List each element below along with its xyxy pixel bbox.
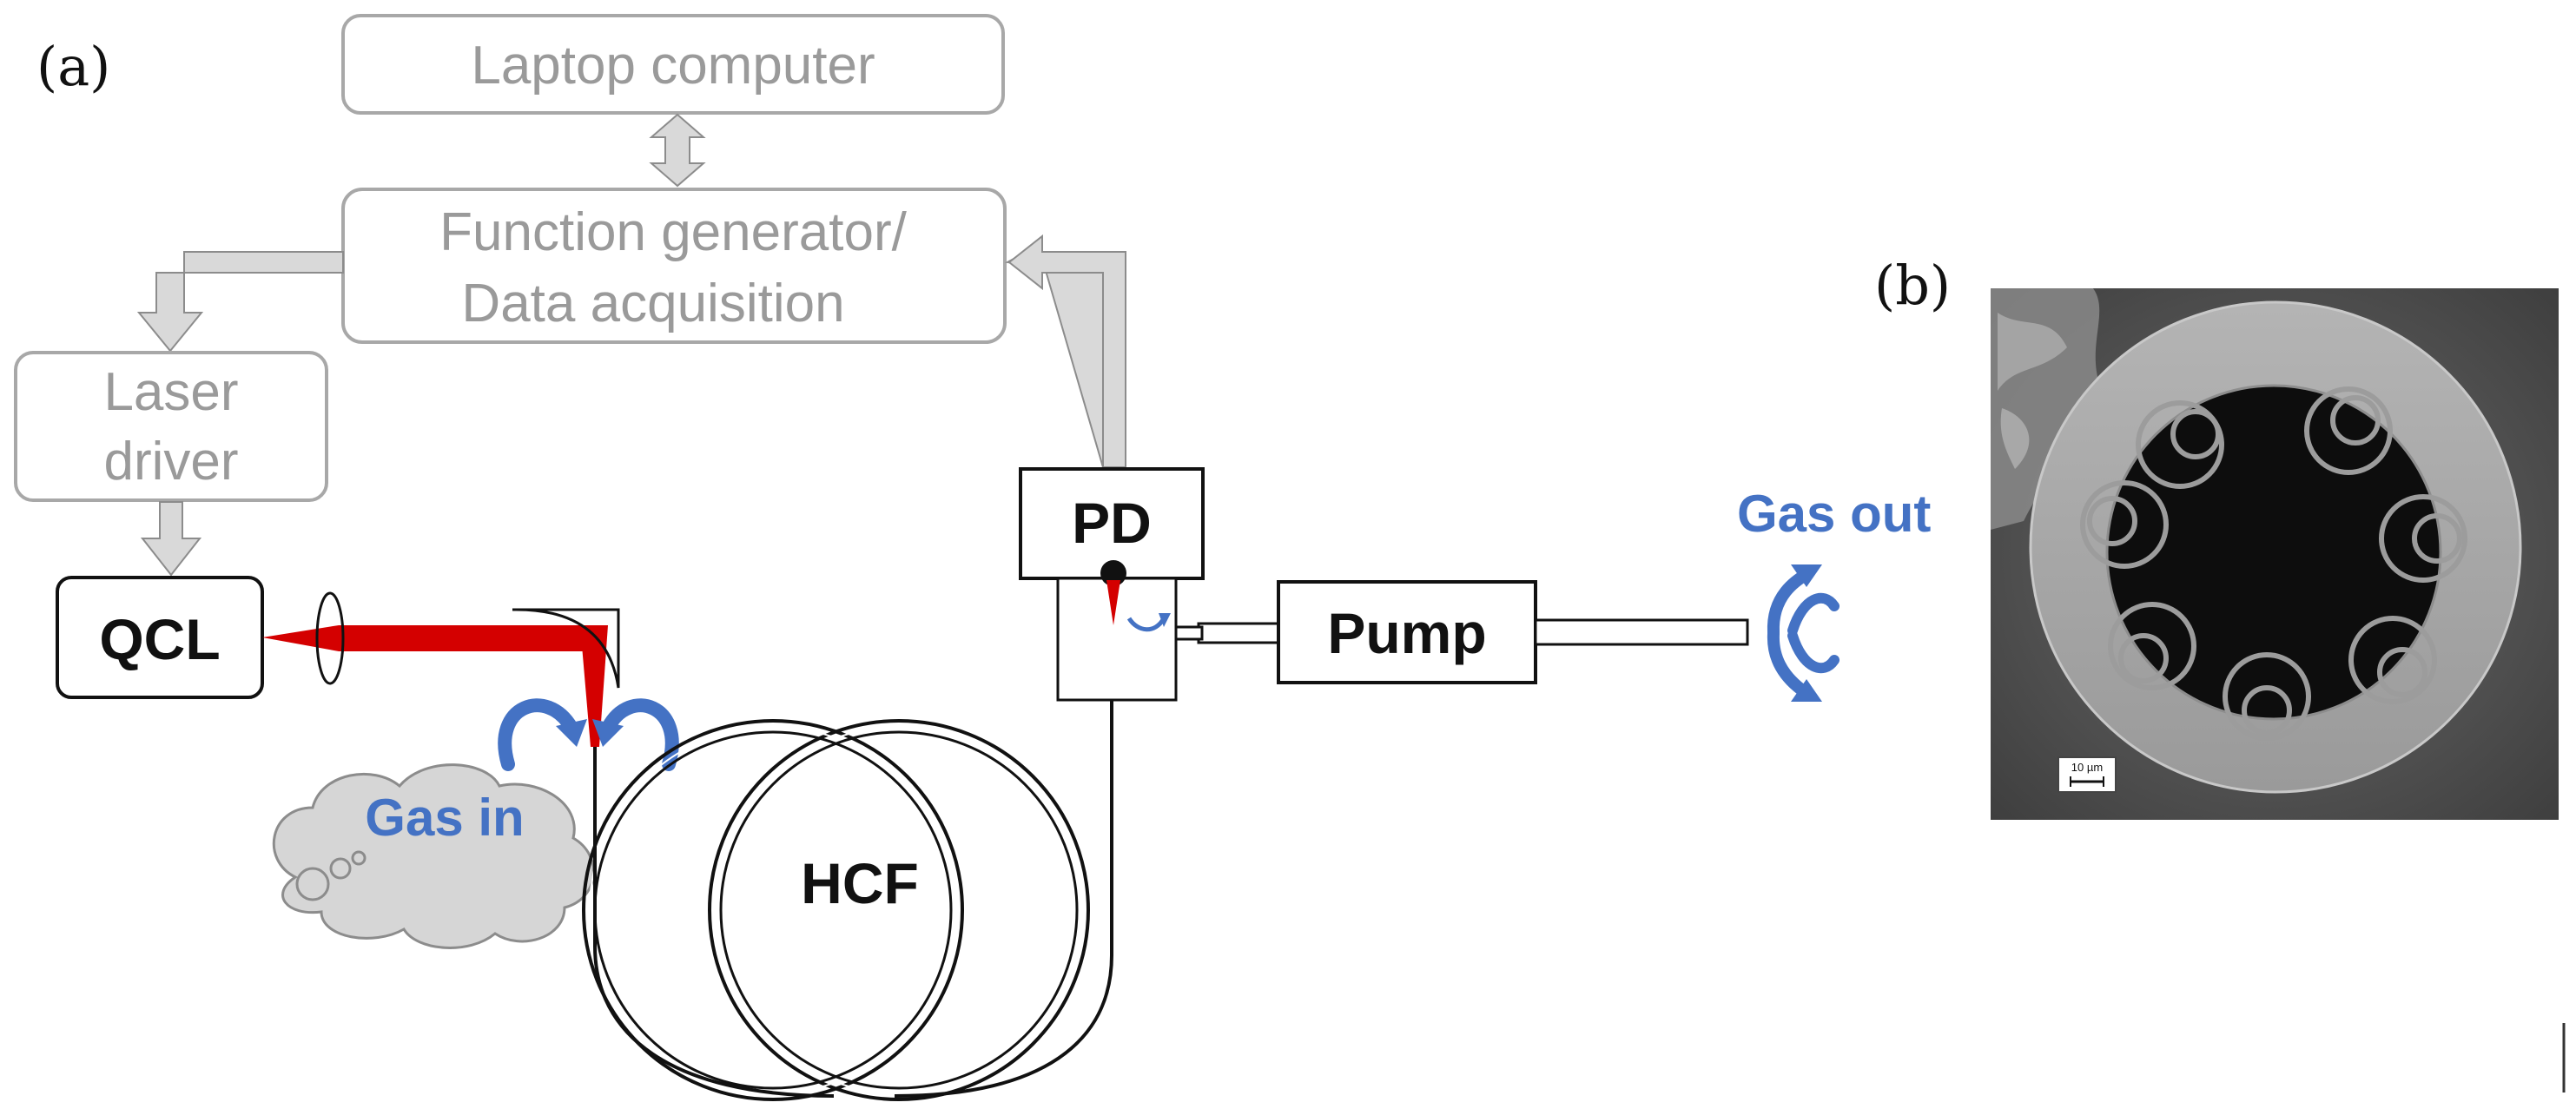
laser-driver-box: Laser driver (14, 351, 328, 502)
scale-bar-box (2057, 756, 2117, 793)
tube-connector (1174, 625, 1204, 641)
panel-label-a: (a) (36, 35, 110, 98)
gas-out-label: Gas out (1737, 485, 1931, 543)
lens (315, 591, 345, 685)
laser-beam (262, 625, 599, 651)
gas-out-arrow-right-top (1787, 592, 1840, 636)
gas-in-arrow-right-head (592, 719, 624, 747)
output-beam (1106, 580, 1120, 625)
laptop-computer-box: Laptop computer (341, 14, 1005, 115)
function-generator-label-line2: Data acquisition (461, 274, 844, 333)
capillary-tubes (2080, 386, 2467, 741)
laser-driver-label-line2: driver (103, 432, 238, 492)
pd-to-fg-arrow-body (1007, 234, 1126, 468)
tube-cell-to-pump (1197, 622, 1280, 644)
gas-cloud (272, 763, 595, 949)
laptop-fg-double-arrow (649, 113, 706, 188)
laptop-computer-label: Laptop computer (471, 36, 875, 96)
tube-pump-out (1534, 618, 1749, 646)
laser-driver-label-line1: Laser (103, 362, 238, 422)
detector-dot (1100, 560, 1126, 586)
photodetector-box: PD (1019, 467, 1205, 580)
pump-box: Pump (1277, 580, 1537, 684)
panel-label-b: (b) (1874, 254, 1951, 317)
qcl-label: QCL (99, 607, 220, 671)
pump-label: Pump (1327, 601, 1486, 665)
gas-in-arrow-left-head (556, 719, 587, 747)
function-generator-label-line1: Function generator/ (439, 202, 907, 262)
scale-bar-label: 10 µm (2071, 761, 2103, 774)
gas-in-arrow-right (601, 698, 679, 771)
gas-out-arrow-right-bottom (1787, 630, 1840, 674)
gas-flow-arrow-cell-head (1159, 613, 1171, 627)
fiber-cross-section-micrograph: 10 µm (1991, 288, 2559, 820)
function-generator-box: Function generator/ Data acquisition (341, 188, 1007, 344)
mirror-frame (512, 608, 620, 688)
gas-out-arrow-up-head (1791, 564, 1822, 587)
laser-driver-to-qcl-arrow (140, 501, 202, 577)
hcf-label: HCF (801, 851, 919, 915)
qcl-box: QCL (56, 576, 264, 699)
hollow-core-fiber-coil (582, 638, 1113, 1101)
gas-in-label: Gas in (365, 789, 524, 847)
pd-label: PD (1072, 491, 1152, 555)
fg-to-laser-driver-arrow (136, 251, 344, 353)
laser-beam-down (580, 625, 608, 747)
gas-out-arrow-down-head (1791, 679, 1822, 702)
gas-in-arrow-left (498, 698, 578, 771)
gas-flow-arrow-cell (1126, 617, 1166, 632)
